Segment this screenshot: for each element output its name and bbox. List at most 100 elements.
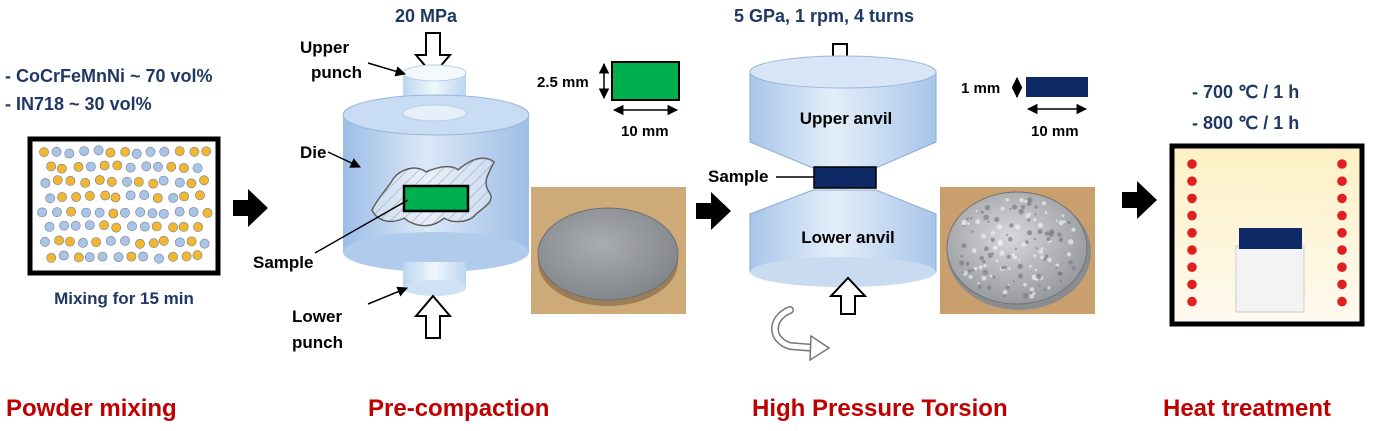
powder-particle [84,220,95,230]
disc-texture-speck [1007,283,1010,286]
hpt-sample [813,166,877,189]
upper-anvil-label: Upper anvil [800,109,893,128]
disc-texture-speck [994,216,1000,223]
disc-texture-speck [1063,220,1066,223]
powder-particle [46,252,57,263]
disc-texture-speck [1037,223,1043,228]
disc-texture-speck [1048,229,1055,235]
powder-particle [186,178,197,189]
disc-texture-speck [1019,198,1024,203]
powder-particle [86,161,96,172]
rotation-arrow-icon [771,306,831,362]
powder-particle [195,190,205,201]
disc-texture-speck [1034,205,1038,209]
powder-particle [110,192,121,203]
mixing-caption: Mixing for 15 min [54,289,194,308]
powder-particle [40,178,51,188]
powder-particle [97,251,108,262]
disc-texture-speck [979,255,984,261]
disc-texture-speck [1066,252,1072,257]
precompaction-width: 10 mm [621,123,669,140]
disc-texture-speck [1002,289,1008,295]
disc-texture-speck [992,275,996,279]
powder-particle [65,236,75,247]
powder-particle [125,190,136,201]
disc-texture-speck [977,285,982,289]
disc-texture-speck [982,269,988,275]
powder-particle [148,178,159,189]
precompaction-sample-leader [314,199,409,254]
disc-texture-speck [997,240,1003,247]
disc-texture-speck [989,274,993,278]
stage-heat-treatment: Heat treatment [1163,395,1331,422]
disc-texture-speck [1034,213,1037,216]
powder-particle [189,146,200,157]
powder-particle [113,252,124,262]
disc-texture-speck [1068,260,1073,265]
powder-particle [126,251,137,262]
disc-texture-speck [1005,198,1009,202]
disc-texture-speck [1045,212,1048,215]
powder-particle [57,192,67,202]
heater-dot [1187,193,1197,204]
powder-particle [151,221,162,232]
heater-dot [1337,296,1347,307]
disc-texture-speck [1012,204,1017,210]
powder-particle [168,251,178,262]
heater-dot [1337,228,1347,238]
disc-texture-speck [970,217,973,220]
powder-particles [37,145,213,264]
powder-particle [168,222,178,233]
powder-particle [111,222,122,233]
powder-particle [139,221,150,232]
disc-texture-speck [1008,267,1011,270]
heater-dot [1337,245,1347,255]
powder-particle [166,161,177,172]
powder-particle [168,192,179,203]
heater-dot [1187,245,1197,255]
disc-texture-speck [990,237,995,243]
disc-texture-speck [990,230,996,236]
heater-dot [1187,296,1197,307]
powder-particle [202,207,213,218]
powder-particle [141,161,152,172]
powder-particle [56,163,67,174]
disc-texture-speck [1058,220,1064,226]
disc-texture-speck [1027,197,1033,203]
heater-dot [1187,159,1197,169]
lower-punch [403,262,466,296]
disc-texture-speck [1046,237,1051,242]
powder-particle [192,163,203,173]
heater-dot [1337,176,1347,186]
hpt-up-arrow [828,276,868,315]
disc-texture-speck [971,230,974,233]
disc-texture-speck [1017,273,1023,279]
disc-texture-speck [995,259,999,263]
upper-punch-leader [367,62,407,77]
powder-particle [193,222,203,232]
powder-particle [127,221,137,232]
disc-texture-speck [1038,249,1044,254]
powder-particle [105,147,116,158]
powder-particle [181,251,192,262]
furnace-crucible [1235,245,1305,313]
precompaction-pressure: 20 MPa [395,6,458,26]
disc-texture-speck [1006,254,1011,259]
powder-particle [186,236,197,247]
powder-particle [139,190,150,200]
powder-particle [179,191,189,202]
powder-particle [147,208,158,219]
disc-texture-speck [987,252,993,258]
disc-texture-speck [1026,230,1033,236]
powder-particle [91,237,101,247]
hpt-width: 10 mm [1031,123,1079,140]
heater-dot [1337,210,1347,221]
disc-texture-speck [1032,291,1036,296]
disc-texture-speck [1023,282,1027,287]
disc-texture-speck [1040,255,1045,260]
powder-particle [70,220,81,231]
die-cylinder [342,94,530,272]
heater-dot [1337,193,1347,204]
disc-texture-speck [1024,199,1028,203]
powder-particle [40,236,50,247]
